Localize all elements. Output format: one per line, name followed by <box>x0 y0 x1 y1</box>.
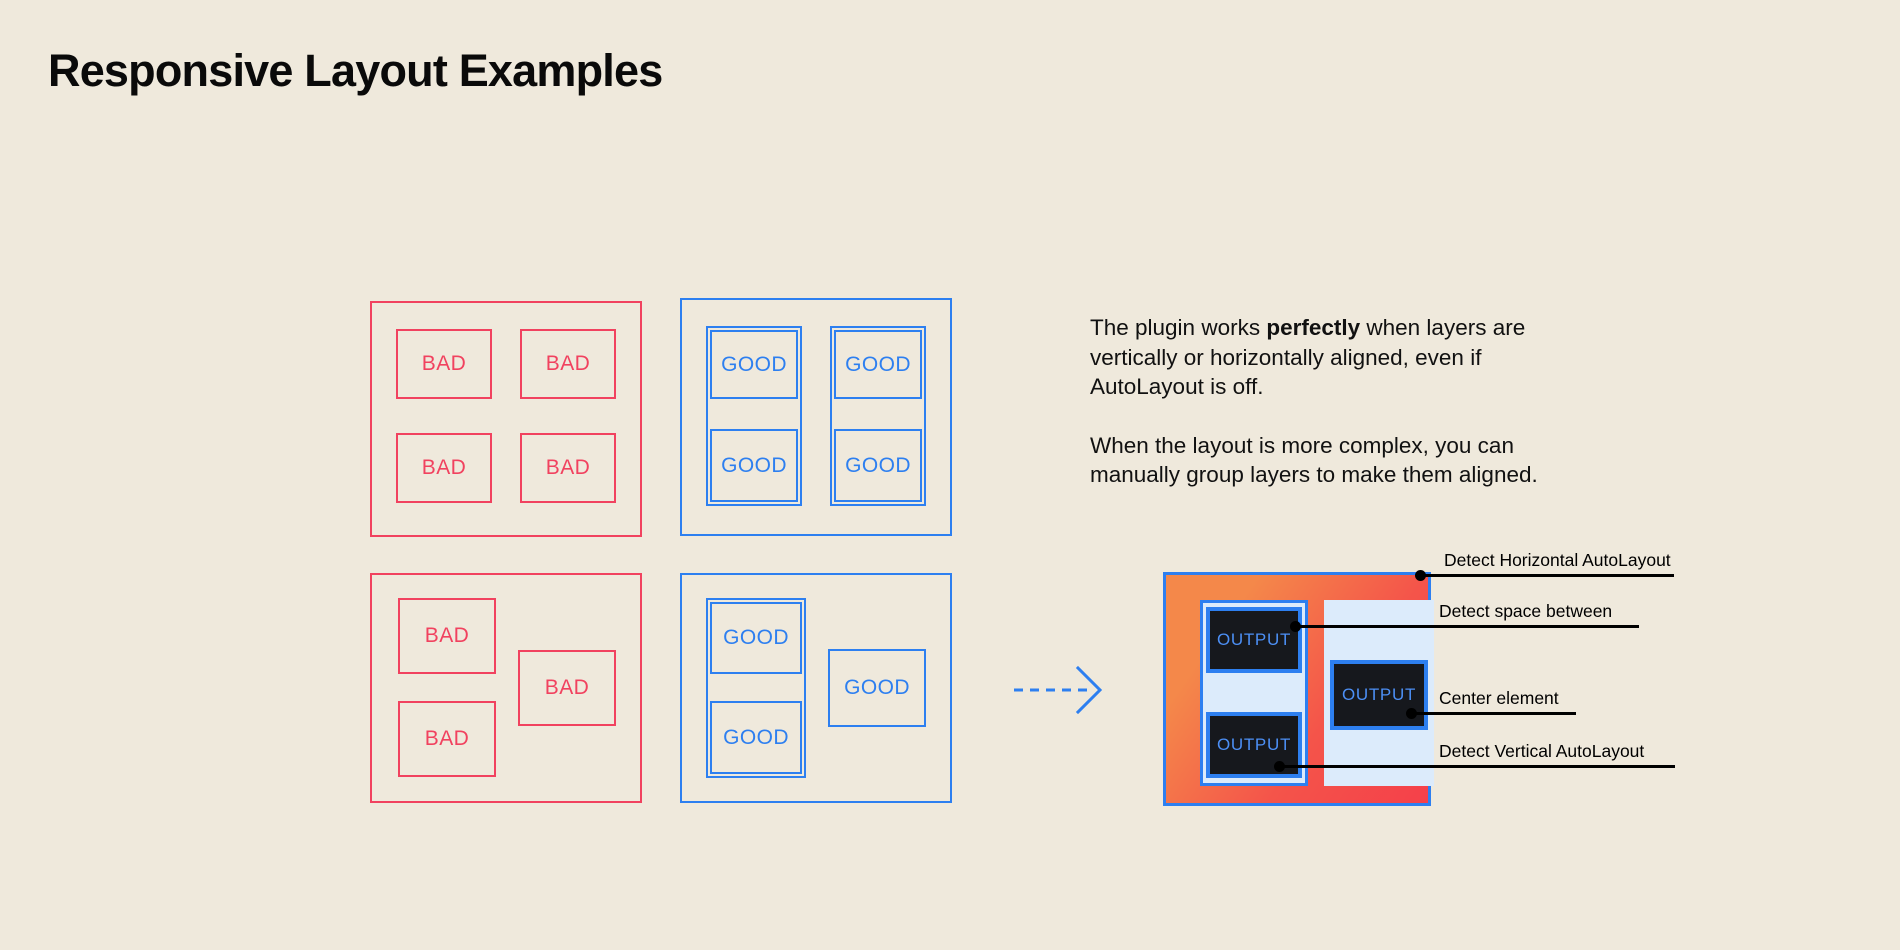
cell-good: GOOD <box>710 429 798 502</box>
cell-good: GOOD <box>710 701 802 774</box>
page-title: Responsive Layout Examples <box>48 45 663 96</box>
cell-bad: BAD <box>396 433 492 503</box>
cell-good: GOOD <box>710 330 798 399</box>
callout-dot <box>1415 570 1426 581</box>
description-p1-before: The plugin works <box>1090 315 1267 340</box>
callout-line <box>1410 712 1576 715</box>
group-wrapper-vertical <box>706 598 806 778</box>
callout-line <box>1419 574 1674 577</box>
description-paragraph-2: When the layout is more complex, you can… <box>1090 432 1538 488</box>
callout-detect-horizontal-autolayout: Detect Horizontal AutoLayout <box>1415 550 1674 581</box>
result-diagram: OUTPUT OUTPUT OUTPUT <box>1163 572 1434 806</box>
callout-center-element: Center element <box>1406 688 1576 719</box>
output-box: OUTPUT <box>1330 660 1428 730</box>
cell-good: GOOD <box>834 429 922 502</box>
example-panel-good-grid: GOOD GOOD GOOD GOOD <box>680 298 952 536</box>
group-wrapper-vertical <box>830 326 926 506</box>
cell-bad: BAD <box>398 598 496 674</box>
callout-dot <box>1274 761 1285 772</box>
callout-dot <box>1406 708 1417 719</box>
description-text: The plugin works perfectly when layers a… <box>1090 313 1560 490</box>
dashed-arrow-right-icon <box>1012 662 1112 723</box>
output-box: OUTPUT <box>1206 607 1302 673</box>
callout-detect-space-between: Detect space between <box>1290 601 1639 632</box>
callout-line <box>1294 625 1639 628</box>
cell-good: GOOD <box>834 330 922 399</box>
description-p1-emphasis: perfectly <box>1266 315 1361 340</box>
cell-bad: BAD <box>396 329 492 399</box>
cell-bad: BAD <box>398 701 496 777</box>
example-panel-bad-grid: BAD BAD BAD BAD <box>370 301 642 537</box>
callout-detect-vertical-autolayout: Detect Vertical AutoLayout <box>1274 741 1675 772</box>
callout-dot <box>1290 621 1301 632</box>
example-panel-bad-complex: BAD BAD BAD <box>370 573 642 803</box>
callout-label: Detect space between <box>1439 601 1613 621</box>
cell-good: GOOD <box>828 649 926 727</box>
cell-bad: BAD <box>518 650 616 726</box>
cell-bad: BAD <box>520 329 616 399</box>
callout-label: Detect Horizontal AutoLayout <box>1444 550 1671 570</box>
callout-label: Detect Vertical AutoLayout <box>1439 741 1645 761</box>
group-wrapper-vertical <box>706 326 802 506</box>
callout-label: Center element <box>1439 688 1559 708</box>
description-paragraph-1: The plugin works perfectly when layers a… <box>1090 313 1560 402</box>
dashed-arrow-svg <box>1014 665 1103 715</box>
callout-line <box>1278 765 1675 768</box>
description-p1-after: when layers are vertically or horizontal… <box>1090 315 1526 399</box>
cell-good: GOOD <box>710 602 802 674</box>
example-panel-good-complex: GOOD GOOD GOOD <box>680 573 952 803</box>
output-box: OUTPUT <box>1206 712 1302 778</box>
cell-bad: BAD <box>520 433 616 503</box>
